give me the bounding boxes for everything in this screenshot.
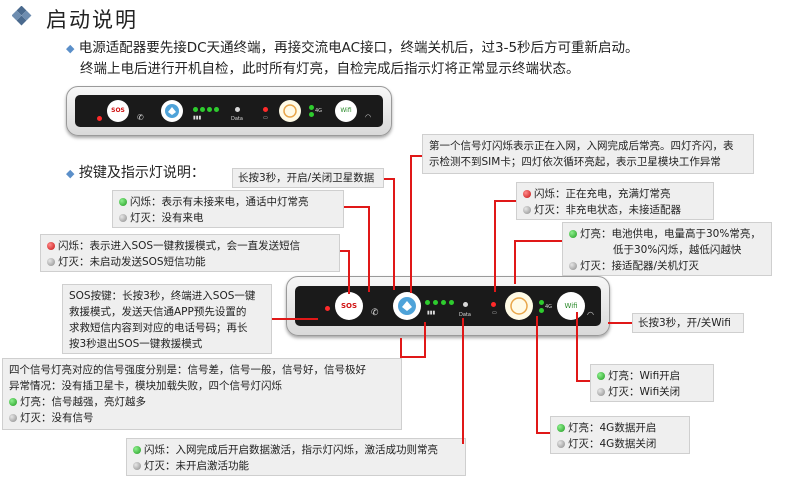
data-led <box>463 302 468 307</box>
satellite-callout: 长按3秒，开启/关闭卫星数据 <box>232 168 384 188</box>
connector-line <box>576 380 590 382</box>
data-led-callout: 闪烁：入网完成后开启数据激活，指示灯闪烁，激活成功则常亮 灯灭：未开启激活功能 <box>126 438 466 476</box>
connector-line <box>402 356 426 358</box>
gray-dot-icon <box>557 440 565 448</box>
battery-led-callout: 灯亮：电池供电，电量高于30%常亮， 低于30%闪烁，越低闪越快 灯灭：接适配器… <box>562 222 772 276</box>
gray-dot-icon <box>9 414 17 422</box>
gray-dot-icon <box>523 206 531 214</box>
power-button[interactable] <box>505 292 533 320</box>
gray-dot-icon <box>133 462 141 470</box>
signal-icon: ▮▮▮ <box>193 115 202 121</box>
wifi-key-callout: 长按3秒，开/关Wifi <box>632 313 744 333</box>
sos-key-callout: SOS按键：长按3秒，终端进入SOS一键 救援模式，发送天信通APP预先设置的 … <box>62 284 272 354</box>
red-dot-icon <box>523 190 531 198</box>
connector-line <box>340 250 350 252</box>
satellite-button[interactable] <box>393 292 421 320</box>
wifi-icon: ◠ <box>587 310 594 319</box>
green-dot-icon <box>133 446 141 454</box>
device-bottom: SOS ✆ ▮▮▮ Data ▭ 4G Wifi ◠ <box>286 276 610 336</box>
wifi-button[interactable]: Wifi <box>557 292 585 320</box>
green-dot-icon <box>9 398 17 406</box>
connector-line <box>608 322 632 324</box>
device-top: SOS ✆ ▮▮▮ Data ▭ 4G Wifi ◠ <box>66 86 392 136</box>
green-dot-icon <box>119 198 127 206</box>
page-title: 启动说明 <box>46 8 138 32</box>
satellite-icon <box>165 104 179 118</box>
data-label: Data <box>459 312 471 318</box>
battery-icon: ▭ <box>263 115 268 121</box>
device-top-panel: SOS ✆ ▮▮▮ Data ▭ 4G Wifi ◠ <box>75 95 383 127</box>
gray-dot-icon <box>597 388 605 396</box>
wifi-led-callout: 灯亮：Wifi开启 灯灭：Wifi关闭 <box>590 364 714 402</box>
green-dot-icon <box>557 424 565 432</box>
signal-icon: ▮▮▮ <box>427 310 436 316</box>
data-label: Data <box>231 116 243 122</box>
power-icon <box>510 297 528 315</box>
connector-line <box>514 240 516 284</box>
battery-icon: ▭ <box>492 310 497 316</box>
signal-first-callout: 第一个信号灯闪烁表示正在入网，入网完成后常亮。四灯齐闪，表 示检测不到SIM卡；… <box>422 134 754 174</box>
connector-line <box>410 155 412 293</box>
data-led <box>235 107 240 112</box>
bullet-icon: ◆ <box>66 42 75 55</box>
4g-label: 4G <box>315 108 323 114</box>
signal-strength-callout: 四个信号灯亮对应的信号强度分别是：信号差，信号一般，信号好，信号极好 异常情况：… <box>2 358 402 430</box>
intro-line-1: ◆ 电源适配器要先接DC天通终端，再接交流电AC接口，终端关机后，过3-5秒后方… <box>66 40 639 56</box>
connector-line <box>344 206 370 208</box>
phone-icon: ✆ <box>137 113 144 122</box>
wifi-button[interactable]: Wifi <box>335 100 357 122</box>
connector-line <box>462 318 464 444</box>
satellite-icon <box>398 297 416 315</box>
connector-line <box>494 200 516 202</box>
gray-dot-icon <box>569 262 577 270</box>
connector-line <box>536 432 550 434</box>
sos-led-callout: 闪烁：表示进入SOS一键救援模式，会一直发送短信 灯灭：未启动发送SOS短信功能 <box>40 234 340 272</box>
gray-dot-icon <box>119 214 127 222</box>
intro-line-2: 终端上电后进行开机自检，此时所有灯亮，自检完成后指示灯将正常显示终端状态。 <box>80 61 580 77</box>
power-button[interactable] <box>279 100 301 122</box>
connector-line <box>400 338 402 358</box>
sos-button[interactable]: SOS <box>335 292 363 320</box>
connector-line <box>348 250 350 294</box>
connector-line <box>424 322 426 358</box>
4g-led-callout: 灯亮：4G数据开启 灯灭：4G数据关闭 <box>550 416 690 454</box>
phone-icon: ✆ <box>371 308 379 318</box>
gray-dot-icon <box>47 258 55 266</box>
charge-led <box>491 302 496 307</box>
4g-label: 4G <box>545 304 553 310</box>
power-icon <box>283 104 297 118</box>
sos-led <box>325 306 330 311</box>
connector-line <box>410 155 422 157</box>
call-led-callout: 闪烁：表示有未接来电，通话中灯常亮 灯灭：没有来电 <box>112 190 344 228</box>
connector-line <box>536 316 538 434</box>
green-dot-icon <box>597 372 605 380</box>
connector-line <box>368 206 370 292</box>
connector-line <box>576 312 578 382</box>
charge-led <box>263 107 268 112</box>
charge-led-callout: 闪烁：正在充电，充满灯常亮 灯灭：非充电状态，未接适配器 <box>516 182 714 220</box>
connector-line <box>393 178 395 290</box>
sos-led <box>97 116 102 121</box>
section-title: ◆ 按键及指示灯说明： <box>66 165 205 181</box>
diamond-cluster-icon <box>12 6 32 26</box>
intro-text: ◆ 电源适配器要先接DC天通终端，再接交流电AC接口，终端关机后，过3-5秒后方… <box>66 38 639 79</box>
green-dot-icon <box>569 230 577 238</box>
wifi-icon: ◠ <box>365 113 372 121</box>
bullet-icon: ◆ <box>66 167 75 180</box>
connector-line <box>272 318 318 320</box>
device-bottom-panel: SOS ✆ ▮▮▮ Data ▭ 4G Wifi ◠ <box>295 286 601 326</box>
satellite-button[interactable] <box>161 100 183 122</box>
red-dot-icon <box>47 242 55 250</box>
sos-button[interactable]: SOS <box>107 100 129 122</box>
connector-line <box>384 178 395 180</box>
connector-line <box>514 240 562 242</box>
connector-line <box>494 200 496 292</box>
